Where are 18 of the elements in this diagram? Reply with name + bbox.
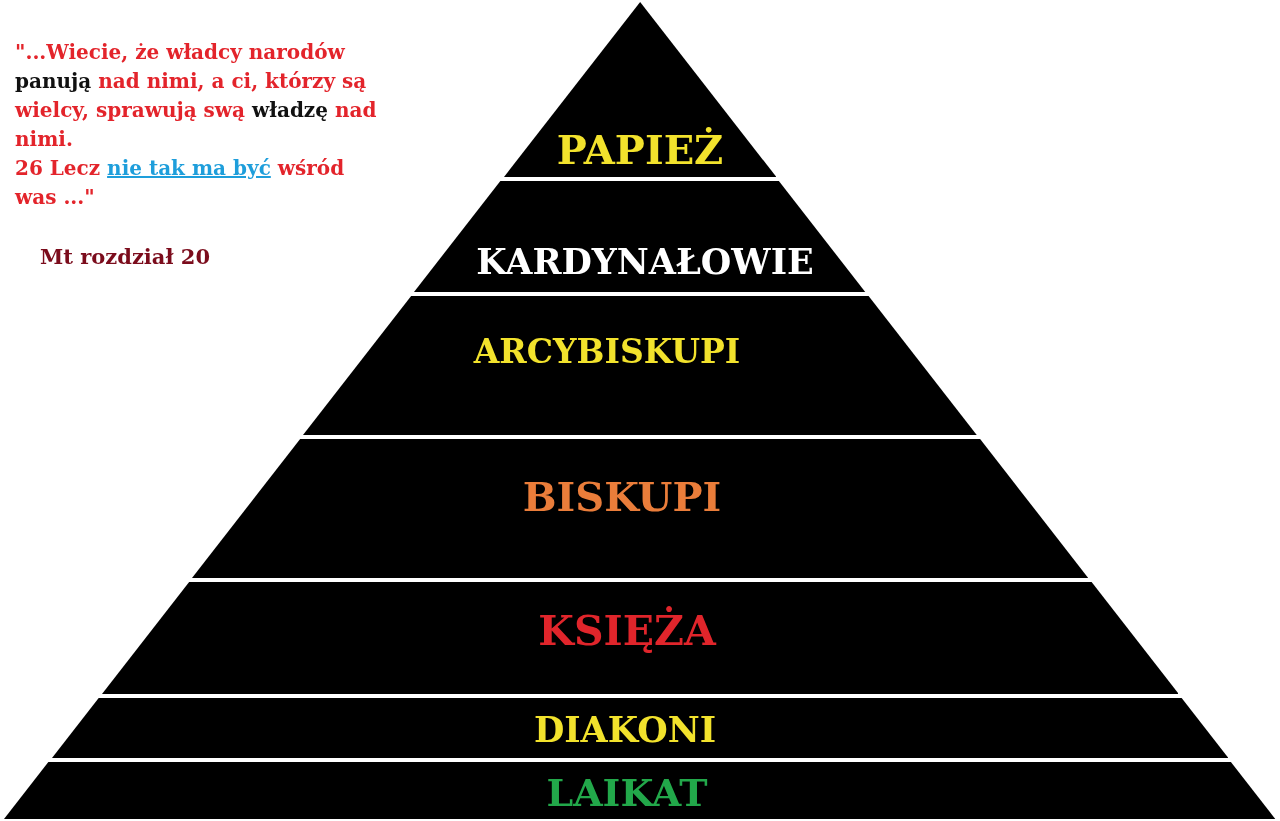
link: nie tak ma być (107, 156, 271, 180)
pyramid-tier (191, 439, 1089, 578)
quote-text: "...Wiecie, że władcy narodów panują nad nimi, a ci, którzy są wielcy, sprawują swą władzę nad nimi. (15, 39, 378, 153)
tier-label: ARCYBISKUPI (473, 332, 741, 372)
pyramid-tier (303, 296, 977, 435)
pyramid-tier (503, 2, 777, 177)
pyramid-tier (101, 582, 1179, 694)
tier-label: PAPIEŻ (556, 126, 724, 174)
tier-label: LAIKAT (546, 770, 708, 816)
tier-label: KSIĘŻA (538, 607, 716, 657)
pyramid-tier (4, 762, 1276, 819)
tier-label: DIAKONI (533, 709, 717, 751)
quote-text: 26 Lecz nie tak ma być wśród was ..." (15, 155, 346, 211)
pyramid-tier (51, 698, 1229, 758)
tier-label: KARDYNAŁOWIE (476, 241, 814, 283)
pyramid-tier (414, 181, 866, 292)
tier-label: BISKUPI (522, 473, 722, 521)
citation-text: Mt rozdział 20 (40, 244, 211, 269)
